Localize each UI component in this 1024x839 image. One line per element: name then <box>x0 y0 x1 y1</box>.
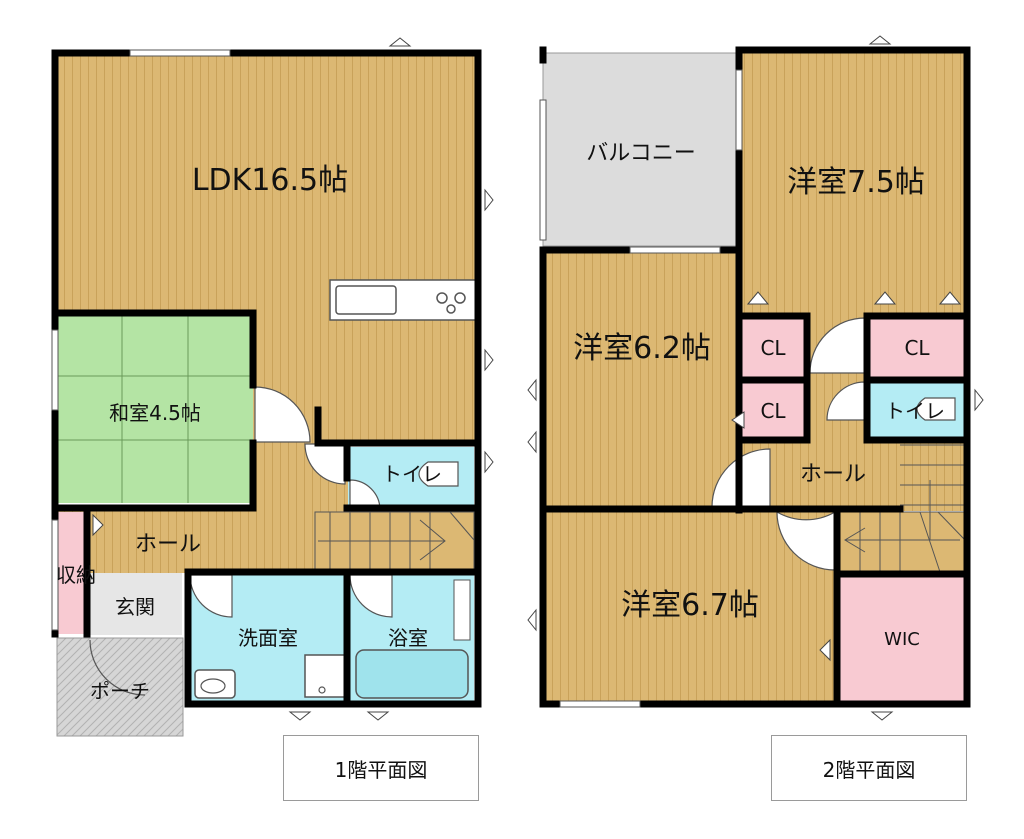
windows-floor-2 <box>539 69 743 708</box>
door-swings-floor-1 <box>89 386 393 696</box>
cl-left-bottom-room <box>741 381 805 439</box>
bath-shelf <box>453 579 471 641</box>
genkan-label: 玄関 <box>115 595 155 619</box>
tatami-grid <box>57 313 253 503</box>
western-6-2-label: 洋室6.2帖 <box>573 331 711 366</box>
genkan-area <box>87 573 182 635</box>
vent-markers-floor-1 <box>92 37 494 721</box>
vent-markers-floor-2 <box>527 35 984 721</box>
floor-1-caption: 1階平面図 <box>283 735 479 801</box>
cl-left-bottom-label: CL <box>760 399 786 423</box>
hall-label-2: ホール <box>800 462 866 487</box>
balcony-area <box>542 52 740 247</box>
cl-right-room <box>869 314 965 379</box>
kitchen-counter <box>329 279 477 321</box>
floor-2-plan: バルコニー 洋室7.5帖 洋室6.2帖 CL CL CL トイレ ホール 洋室6… <box>527 35 984 721</box>
wic-label: WIC <box>884 629 920 650</box>
stove-icon <box>436 292 448 304</box>
cl-right-label: CL <box>904 336 930 360</box>
floor-1-plan: LDK16.5帖 和室4.5帖 トイレ ホール 収納 玄関 洗面室 浴室 ポーチ <box>51 37 494 737</box>
hall-label-1: ホール <box>135 532 201 557</box>
toilet-label-2: トイレ <box>885 399 945 423</box>
balcony-label: バルコニー <box>586 141 696 166</box>
windows-floor-1 <box>51 49 231 631</box>
porch-area <box>56 637 184 737</box>
bathtub-icon <box>355 649 469 699</box>
ldk-label: LDK16.5帖 <box>192 163 348 198</box>
storage-room <box>57 512 87 634</box>
western-7-5-label: 洋室7.5帖 <box>787 165 925 200</box>
stairs-floor-1 <box>314 511 475 571</box>
washitsu-label: 和室4.5帖 <box>109 401 201 425</box>
western-6-2-room <box>545 253 737 507</box>
western-7-5-room <box>741 53 967 316</box>
cl-left-top-label: CL <box>760 336 786 360</box>
toilet-label-1: トイレ <box>382 462 442 486</box>
cl-left-top-room <box>741 314 805 379</box>
washitsu-room <box>57 313 253 503</box>
floor-2-caption: 2階平面図 <box>771 735 967 801</box>
toilet-fixture-1 <box>418 461 459 487</box>
toilet-fixture-2 <box>916 397 956 421</box>
bathroom-label: 浴室 <box>388 626 428 650</box>
storage-label: 収納 <box>56 563 96 587</box>
washroom-label: 洗面室 <box>238 626 298 650</box>
western-6-7-label: 洋室6.7帖 <box>621 588 759 623</box>
wic-room <box>838 574 965 702</box>
porch-label: ポーチ <box>90 679 150 703</box>
door-swings-floor-2 <box>711 317 866 571</box>
sink-icon <box>335 285 397 315</box>
